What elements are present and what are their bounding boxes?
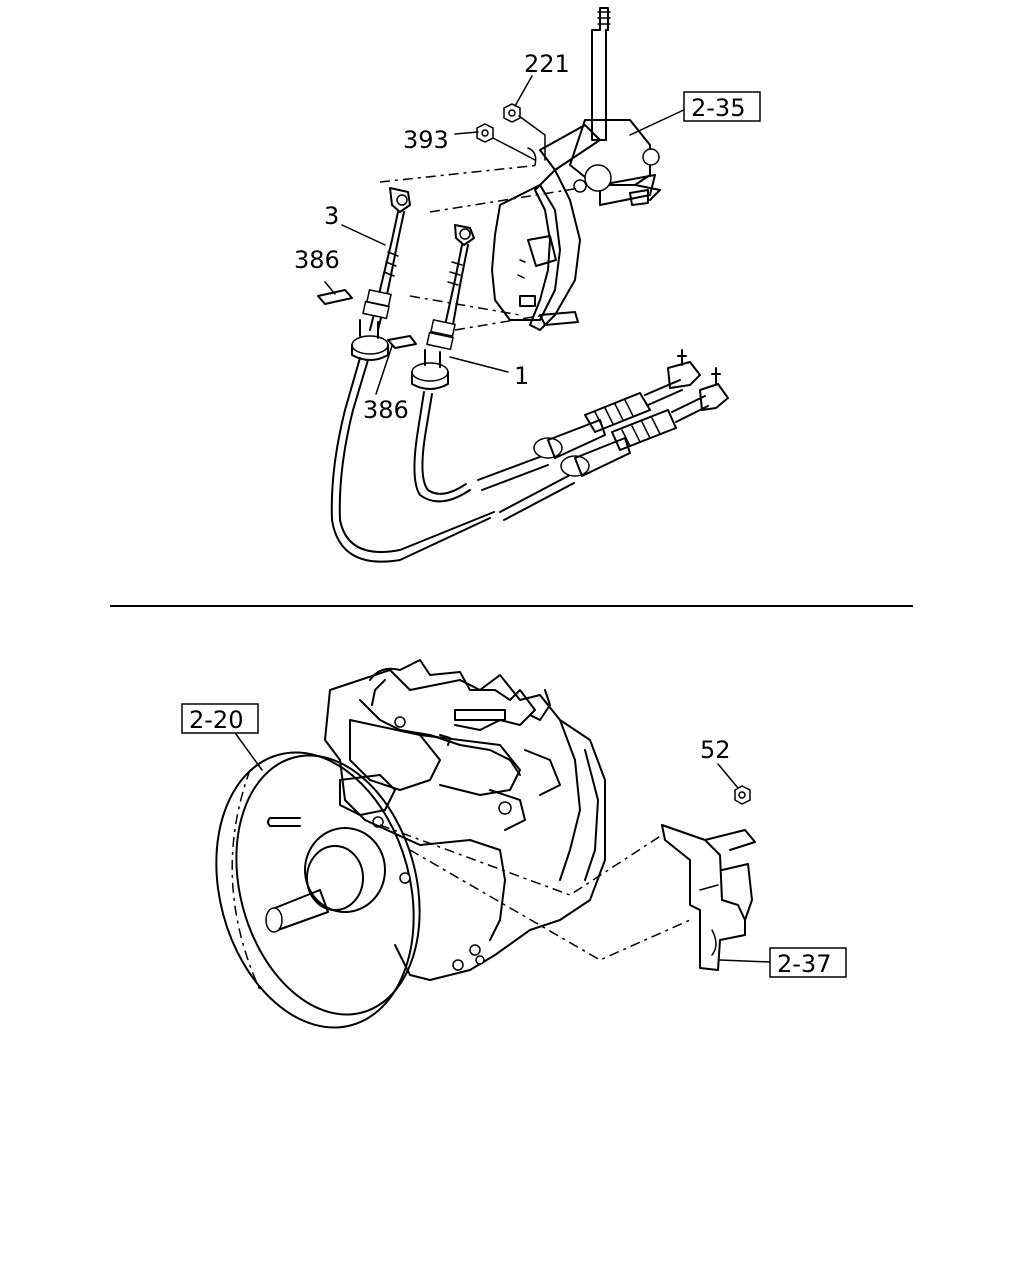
callout-1: 1 bbox=[514, 362, 529, 390]
callout-393: 393 bbox=[403, 126, 449, 154]
reference-box-2-37[interactable]: 2-37 bbox=[769, 947, 847, 978]
bracket-2-37 bbox=[661, 824, 756, 971]
nut-52 bbox=[734, 785, 751, 805]
callout-52: 52 bbox=[700, 736, 731, 764]
cable-1-upper-end bbox=[411, 224, 475, 390]
reference-label: 2-35 bbox=[691, 94, 745, 122]
nut-393 bbox=[476, 123, 494, 143]
callout-3: 3 bbox=[324, 202, 339, 230]
callout-386-upper: 386 bbox=[294, 246, 340, 274]
shift-lever-assembly bbox=[317, 7, 729, 563]
reference-label: 2-37 bbox=[777, 950, 831, 978]
cable-3-upper-end bbox=[351, 187, 411, 361]
nut-221 bbox=[503, 103, 521, 123]
callout-386-lower: 386 bbox=[363, 396, 409, 424]
transmission-assembly bbox=[215, 659, 771, 1029]
reference-label: 2-20 bbox=[189, 706, 243, 734]
clip-386-lower bbox=[387, 335, 417, 349]
reference-box-2-20[interactable]: 2-20 bbox=[181, 703, 259, 734]
clip-386-upper bbox=[317, 289, 353, 305]
cable-lower-ends bbox=[533, 349, 729, 477]
reference-box-2-35[interactable]: 2-35 bbox=[683, 91, 761, 122]
callout-221: 221 bbox=[524, 50, 570, 78]
